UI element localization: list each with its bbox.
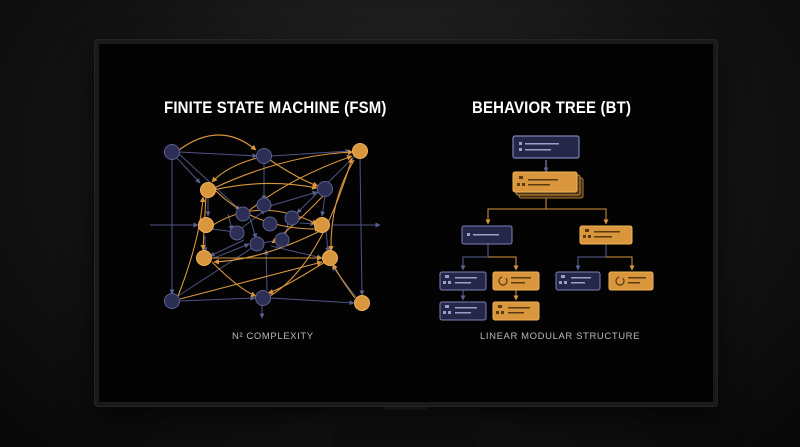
bt-action-node-orange <box>492 271 540 291</box>
bt-connectors <box>460 160 635 301</box>
fsm-edge <box>177 152 241 211</box>
bt-sequence-node <box>512 171 584 199</box>
fsm-caption: N² COMPLEXITY <box>232 331 314 342</box>
hierarchy-icon <box>517 176 525 186</box>
fsm-node-orange <box>354 295 370 311</box>
fsm-edge <box>175 156 201 184</box>
fsm-node-orange <box>322 250 338 266</box>
bt-connector <box>575 244 607 271</box>
fsm-node-navy <box>274 232 290 248</box>
fsm-node-navy <box>262 216 278 232</box>
bt-action-node-navy <box>439 271 487 291</box>
fsm-edge <box>177 245 256 297</box>
fsm-edge <box>263 249 269 291</box>
bt-caption: LINEAR MODULAR STRUCTURE <box>480 331 641 342</box>
bt-root-node <box>512 135 580 159</box>
fsm-edge <box>267 261 326 295</box>
bt-connector <box>606 256 635 271</box>
fsm-node-navy <box>164 293 180 309</box>
bt-action-node-navy <box>555 271 601 291</box>
fsm-edge <box>270 148 351 157</box>
fsm-node-orange <box>198 217 214 233</box>
refresh-icon <box>498 276 508 286</box>
fsm-node-navy <box>256 197 272 213</box>
fsm-node-orange <box>352 143 368 159</box>
bt-action-node-orange <box>608 271 654 291</box>
fsm-edge <box>249 217 258 239</box>
bt-title: BEHAVIOR TREE (BT) <box>472 98 632 117</box>
fsm-node-orange <box>196 250 212 266</box>
fsm-edge <box>359 158 365 296</box>
fsm-node-navy <box>249 236 265 252</box>
fsm-node-navy <box>164 144 180 160</box>
fsm-edge <box>178 151 258 159</box>
fsm-edge <box>178 134 257 151</box>
hierarchy-icon <box>583 229 591 238</box>
monitor-stand-slot <box>384 406 427 410</box>
fsm-edge <box>331 265 357 298</box>
fsm-edge <box>241 209 266 229</box>
fsm-edge <box>328 159 355 252</box>
fsm-edge <box>213 243 250 259</box>
fsm-node-navy <box>229 225 245 241</box>
fsm-node-navy <box>235 206 251 222</box>
bt-connector <box>460 244 489 271</box>
fsm-edge <box>299 221 316 227</box>
fsm-node-navy <box>256 148 272 164</box>
fsm-edge <box>332 263 356 299</box>
bt-leaf-node-navy <box>439 301 487 321</box>
bt-selector-node-orange <box>579 225 633 245</box>
fsm-edge <box>320 195 326 217</box>
fsm-edge <box>270 297 355 306</box>
fsm-edge <box>213 229 323 265</box>
bt-connector <box>488 256 519 271</box>
fsm-edge <box>178 295 256 302</box>
fsm-edge <box>209 239 245 257</box>
bt-connector <box>546 208 609 225</box>
fsm-edge <box>211 156 262 183</box>
fsm-edge <box>177 196 206 297</box>
hierarchy-icon <box>496 305 504 314</box>
fsm-node-orange <box>314 217 330 233</box>
fsm-edge <box>269 190 318 207</box>
fsm-edge <box>214 189 321 232</box>
fsm-edge <box>244 155 353 215</box>
bt-selector-node-navy <box>461 225 513 245</box>
fsm-node-orange <box>200 182 216 198</box>
fsm-nodes <box>164 143 370 311</box>
hierarchy-icon <box>443 275 451 284</box>
hierarchy-icon <box>443 305 451 314</box>
fsm-edge <box>211 261 257 297</box>
fsm-node-navy <box>317 181 333 197</box>
bt-connector <box>485 194 547 225</box>
fsm-node-navy <box>255 290 271 306</box>
monitor-stand <box>333 406 478 447</box>
hierarchy-icon <box>559 275 567 284</box>
bt-leaf-node-orange <box>492 301 540 321</box>
fsm-edge <box>179 260 323 300</box>
fsm-edge <box>212 182 318 191</box>
fsm-title: FINITE STATE MACHINE (FSM) <box>164 98 387 117</box>
fsm-node-navy <box>284 210 300 226</box>
fsm-edge <box>269 159 319 188</box>
fsm-edge <box>213 149 354 189</box>
fsm-edge <box>325 229 331 253</box>
refresh-icon <box>615 276 625 286</box>
